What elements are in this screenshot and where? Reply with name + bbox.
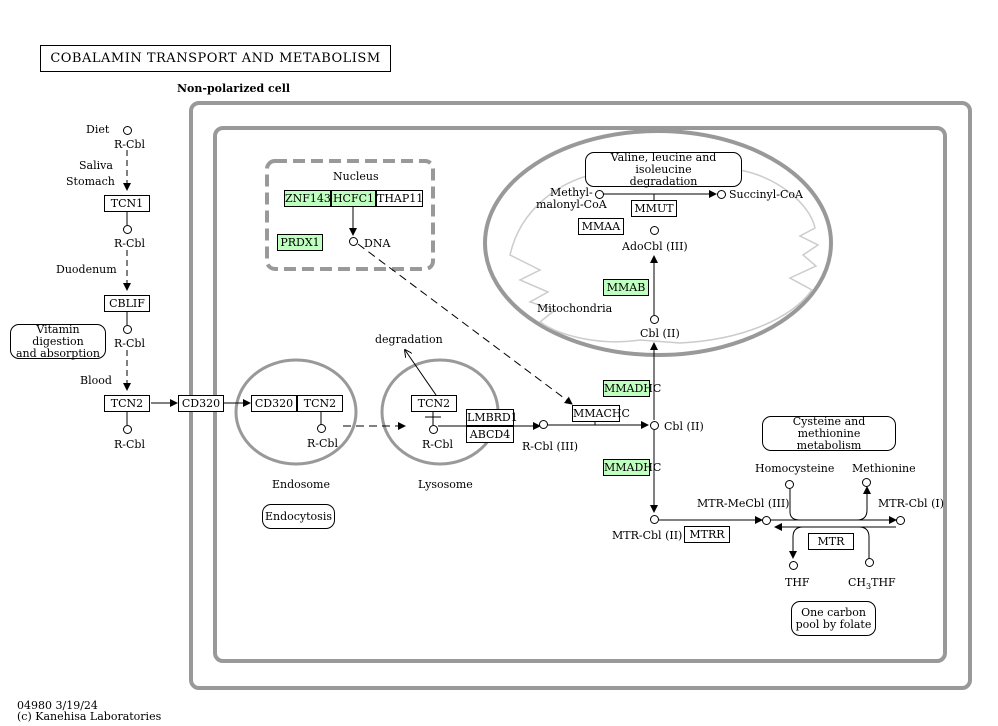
gene-mmaa[interactable]: MMAA bbox=[578, 218, 624, 235]
link-homocysteine bbox=[789, 489, 801, 521]
gene-mmachc[interactable]: MMACHC bbox=[572, 405, 630, 422]
footer-copyright: (c) Kanehisa Laboratories bbox=[17, 710, 162, 723]
endosome-rcbl-label: R-Cbl bbox=[307, 437, 338, 450]
ch3thf-tail: THF bbox=[871, 576, 896, 589]
gene-mmab[interactable]: MMAB bbox=[603, 279, 649, 296]
link-thf bbox=[789, 526, 804, 559]
mtrcbl1-label: MTR-Cbl (I) bbox=[878, 497, 944, 510]
ch3thf-compound[interactable] bbox=[865, 558, 874, 567]
stomach-label: Stomach bbox=[66, 175, 115, 188]
gene-tcn1[interactable]: TCN1 bbox=[104, 195, 150, 212]
gene-abcd4[interactable]: ABCD4 bbox=[466, 426, 514, 443]
saliva-label: Saliva bbox=[79, 159, 113, 172]
gene-thap11[interactable]: THAP11 bbox=[376, 190, 424, 207]
footer-map-id: 04980 3/19/24 bbox=[17, 699, 98, 712]
gene-znf143[interactable]: ZNF143 bbox=[284, 190, 331, 207]
gene-mtr[interactable]: MTR bbox=[808, 533, 854, 550]
methylmalonyl-label: Methyl- malonyl-CoA bbox=[536, 186, 607, 211]
thf-compound[interactable] bbox=[789, 561, 798, 570]
rcbl3-label: R-Cbl (III) bbox=[522, 440, 579, 453]
cell-label: Non-polarized cell bbox=[177, 82, 291, 95]
ch3thf-subscript: 3 bbox=[866, 582, 872, 592]
mtrcbl2-label: MTR-Cbl (II) bbox=[612, 529, 683, 542]
tcn1-rcbl-compound[interactable] bbox=[123, 225, 132, 234]
link-dna-mmachc bbox=[357, 243, 573, 405]
diet-rcbl-label: R-Cbl bbox=[114, 138, 145, 151]
ch3thf-main: CH bbox=[848, 576, 867, 589]
map-one-carbon-folate[interactable]: One carbon pool by folate bbox=[791, 601, 876, 636]
homocysteine-label: Homocysteine bbox=[755, 462, 835, 475]
gene-cblif[interactable]: CBLIF bbox=[104, 295, 150, 312]
cbl2-mito-compound[interactable] bbox=[650, 315, 659, 324]
succinyl-compound[interactable] bbox=[717, 190, 726, 199]
adocbl-compound[interactable] bbox=[650, 226, 659, 235]
map-valine-degradation[interactable]: Valine, leucine and isoleucine degradati… bbox=[585, 151, 742, 187]
gene-tcn2-lysosome[interactable]: TCN2 bbox=[411, 395, 457, 412]
mtrmecbl-compound[interactable] bbox=[762, 516, 771, 525]
cbl2-cytosol-label: Cbl (II) bbox=[664, 420, 704, 433]
link-methionine bbox=[856, 486, 871, 521]
diet-label: Diet bbox=[86, 123, 110, 136]
gene-mmadhc-upper[interactable]: MMADHC bbox=[603, 380, 662, 397]
dna-label: DNA bbox=[364, 237, 391, 250]
cblif-rcbl-compound[interactable] bbox=[123, 325, 132, 334]
lysosome-label: Lysosome bbox=[418, 478, 473, 491]
cytoplasm-compartment bbox=[213, 126, 947, 663]
gene-cd320-endosome[interactable]: CD320 bbox=[251, 395, 297, 412]
gene-cd320-membrane[interactable]: CD320 bbox=[178, 395, 224, 412]
link-tcn2-degradation bbox=[405, 350, 437, 396]
gene-tcn2-blood[interactable]: TCN2 bbox=[104, 395, 150, 412]
tcn2-rcbl-label: R-Cbl bbox=[114, 438, 145, 451]
lysosome-rcbl-label: R-Cbl bbox=[422, 438, 453, 451]
succinyl-label: Succinyl-CoA bbox=[729, 188, 803, 201]
diet-rcbl-compound[interactable] bbox=[123, 126, 132, 135]
gene-lmbrd1[interactable]: LMBRD1 bbox=[466, 409, 518, 426]
mitochondria-compartment bbox=[483, 129, 833, 357]
thf-label: THF bbox=[785, 576, 810, 589]
gene-hcfc1[interactable]: HCFC1 bbox=[331, 190, 376, 207]
tcn1-rcbl-label: R-Cbl bbox=[114, 237, 145, 250]
pathway-title: COBALAMIN TRANSPORT AND METABOLISM bbox=[40, 45, 391, 72]
methylmalonyl-compound[interactable] bbox=[595, 190, 604, 199]
link-ch3thf bbox=[858, 526, 870, 560]
degradation-label: degradation bbox=[375, 333, 443, 346]
mitochondria-label: Mitochondria bbox=[537, 302, 613, 315]
nucleus-compartment bbox=[265, 159, 435, 271]
gene-mtrr[interactable]: MTRR bbox=[684, 526, 730, 543]
cbl2-mito-label: Cbl (II) bbox=[640, 327, 680, 340]
nucleus-label: Nucleus bbox=[333, 170, 379, 183]
gene-mmadhc-lower[interactable]: MMADHC bbox=[603, 459, 662, 476]
cbl2-cytosol-compound[interactable] bbox=[650, 421, 659, 430]
endosome-label: Endosome bbox=[272, 478, 330, 491]
endosome-compartment bbox=[234, 358, 358, 466]
methionine-compound[interactable] bbox=[862, 478, 871, 487]
map-vitamin-digestion[interactable]: Vitamin digestion and absorption bbox=[10, 323, 106, 359]
rcbl3-compound[interactable] bbox=[539, 420, 548, 429]
map-cysteine-methionine[interactable]: Cysteine and methionine metabolism bbox=[762, 415, 896, 451]
mtrcbl1-compound[interactable] bbox=[896, 516, 905, 525]
homocysteine-compound[interactable] bbox=[785, 480, 794, 489]
mtrcbl2-compound[interactable] bbox=[650, 515, 659, 524]
dna-compound[interactable] bbox=[349, 237, 358, 246]
lysosome-rcbl-compound[interactable] bbox=[429, 425, 438, 434]
gene-mmut[interactable]: MMUT bbox=[631, 200, 677, 217]
ch3thf-label: CH3THF bbox=[848, 576, 896, 593]
tcn2-rcbl-compound[interactable] bbox=[123, 425, 132, 434]
gene-prdx1[interactable]: PRDX1 bbox=[277, 234, 323, 251]
mtrmecbl-label: MTR-MeCbl (III) bbox=[697, 497, 790, 510]
cblif-rcbl-label: R-Cbl bbox=[114, 337, 145, 350]
blood-label: Blood bbox=[80, 374, 112, 387]
methionine-label: Methionine bbox=[852, 462, 916, 475]
endosome-rcbl-compound[interactable] bbox=[317, 424, 326, 433]
adocbl-label: AdoCbl (III) bbox=[622, 240, 688, 253]
map-endocytosis[interactable]: Endocytosis bbox=[262, 504, 335, 529]
duodenum-label: Duodenum bbox=[56, 263, 117, 276]
gene-tcn2-endosome[interactable]: TCN2 bbox=[297, 395, 343, 412]
